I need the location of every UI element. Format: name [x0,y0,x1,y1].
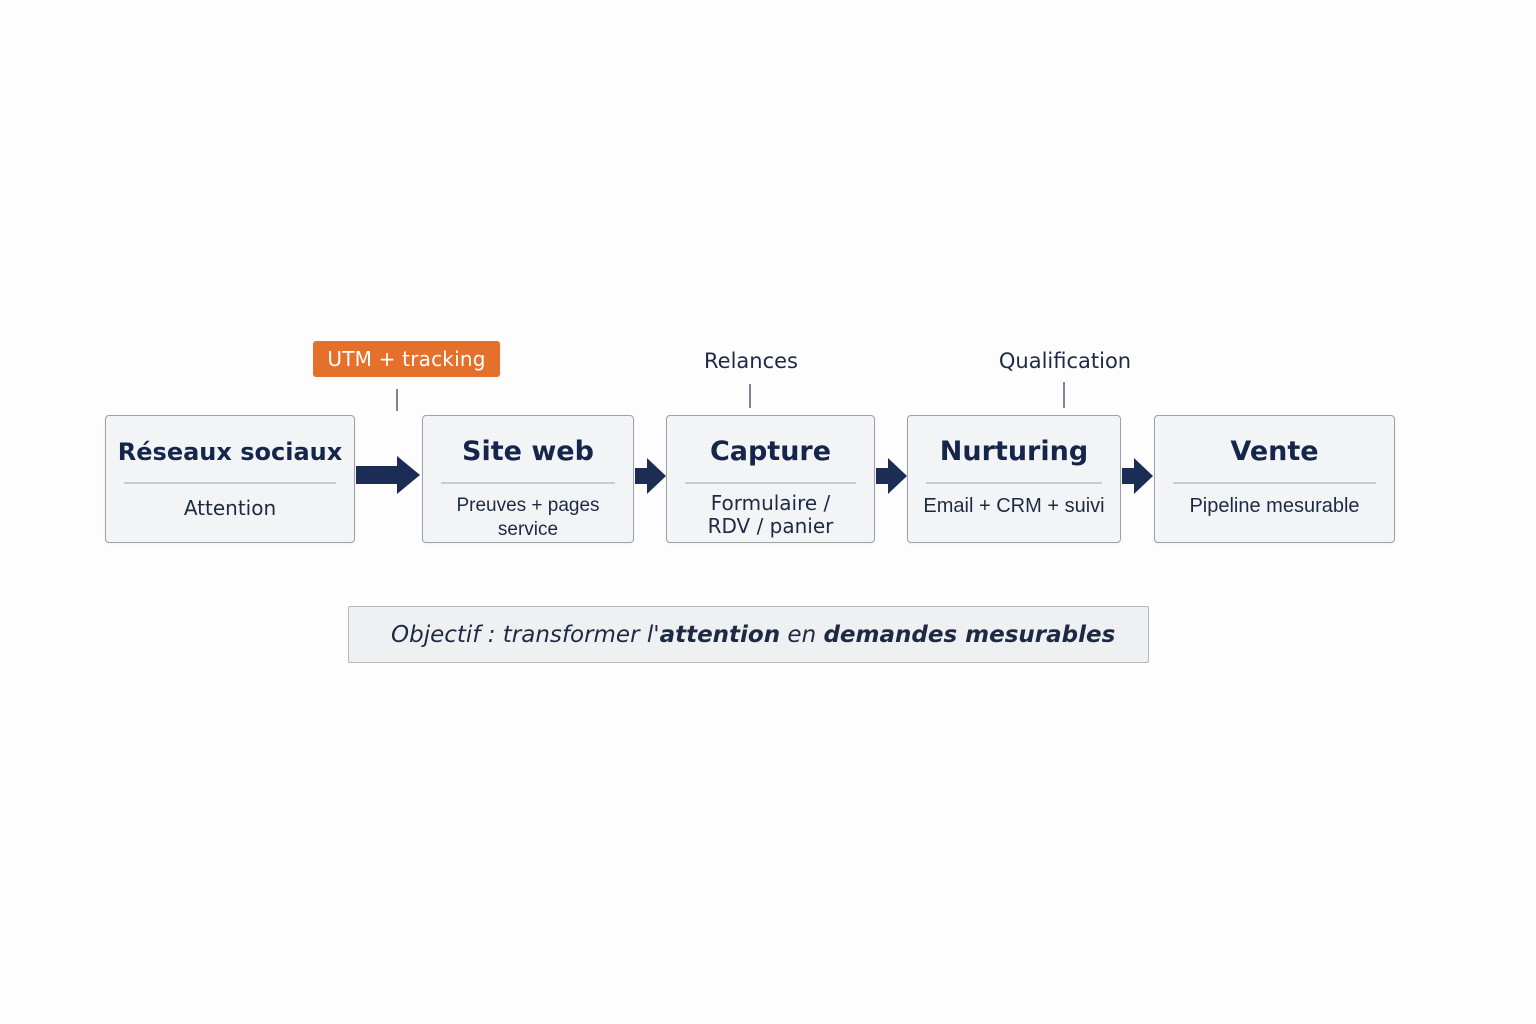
step-nurturing: Nurturing Email + CRM + suivi [907,415,1121,543]
objective-text: Objectif : transformer l'attention en de… [391,622,1115,648]
step-subtitle-line2: RDV / panier [707,514,834,538]
step-capture: Capture Formulaire / RDV / panier [666,415,875,543]
utm-connector [396,389,398,411]
step-vente: Vente Pipeline mesurable [1154,415,1395,543]
step-title: Site web [462,436,594,467]
step-divider [441,482,615,484]
step-subtitle: Formulaire / RDV / panier [671,492,870,538]
arrow-icon [876,458,907,494]
objective-part: Objectif : transformer l' [391,621,660,648]
objective-emphasis: demandes mesurables [823,621,1116,648]
step-subtitle: Attention [183,496,277,520]
step-divider [124,482,336,484]
step-divider [1173,482,1376,484]
objective-emphasis: attention [659,621,781,648]
step-title: Vente [1230,436,1319,467]
step-site-web: Site web Preuves + pages service [422,415,634,543]
relances-connector [749,384,751,408]
objective-part: en [780,621,824,648]
step-title: Nurturing [939,436,1089,467]
step-subtitle-line1: Formulaire / [710,491,831,515]
step-subtitle: Pipeline mesurable [1189,495,1360,517]
objective-banner: Objectif : transformer l'attention en de… [348,606,1149,663]
qualification-connector [1063,382,1065,408]
utm-tracking-badge: UTM + tracking [313,341,500,377]
relances-label: Relances [704,349,798,373]
step-divider [685,482,856,484]
step-reseaux-sociaux: Réseaux sociaux Attention [105,415,355,543]
qualification-label: Qualification [998,349,1132,373]
step-title: Capture [709,436,832,467]
step-subtitle: Email + CRM + suivi [923,495,1105,517]
step-divider [926,482,1102,484]
arrow-icon [635,458,666,494]
arrow-icon [356,456,420,494]
step-title: Réseaux sociaux [117,438,343,466]
arrow-icon [1122,458,1153,494]
step-subtitle: Preuves + pages service [456,495,600,540]
